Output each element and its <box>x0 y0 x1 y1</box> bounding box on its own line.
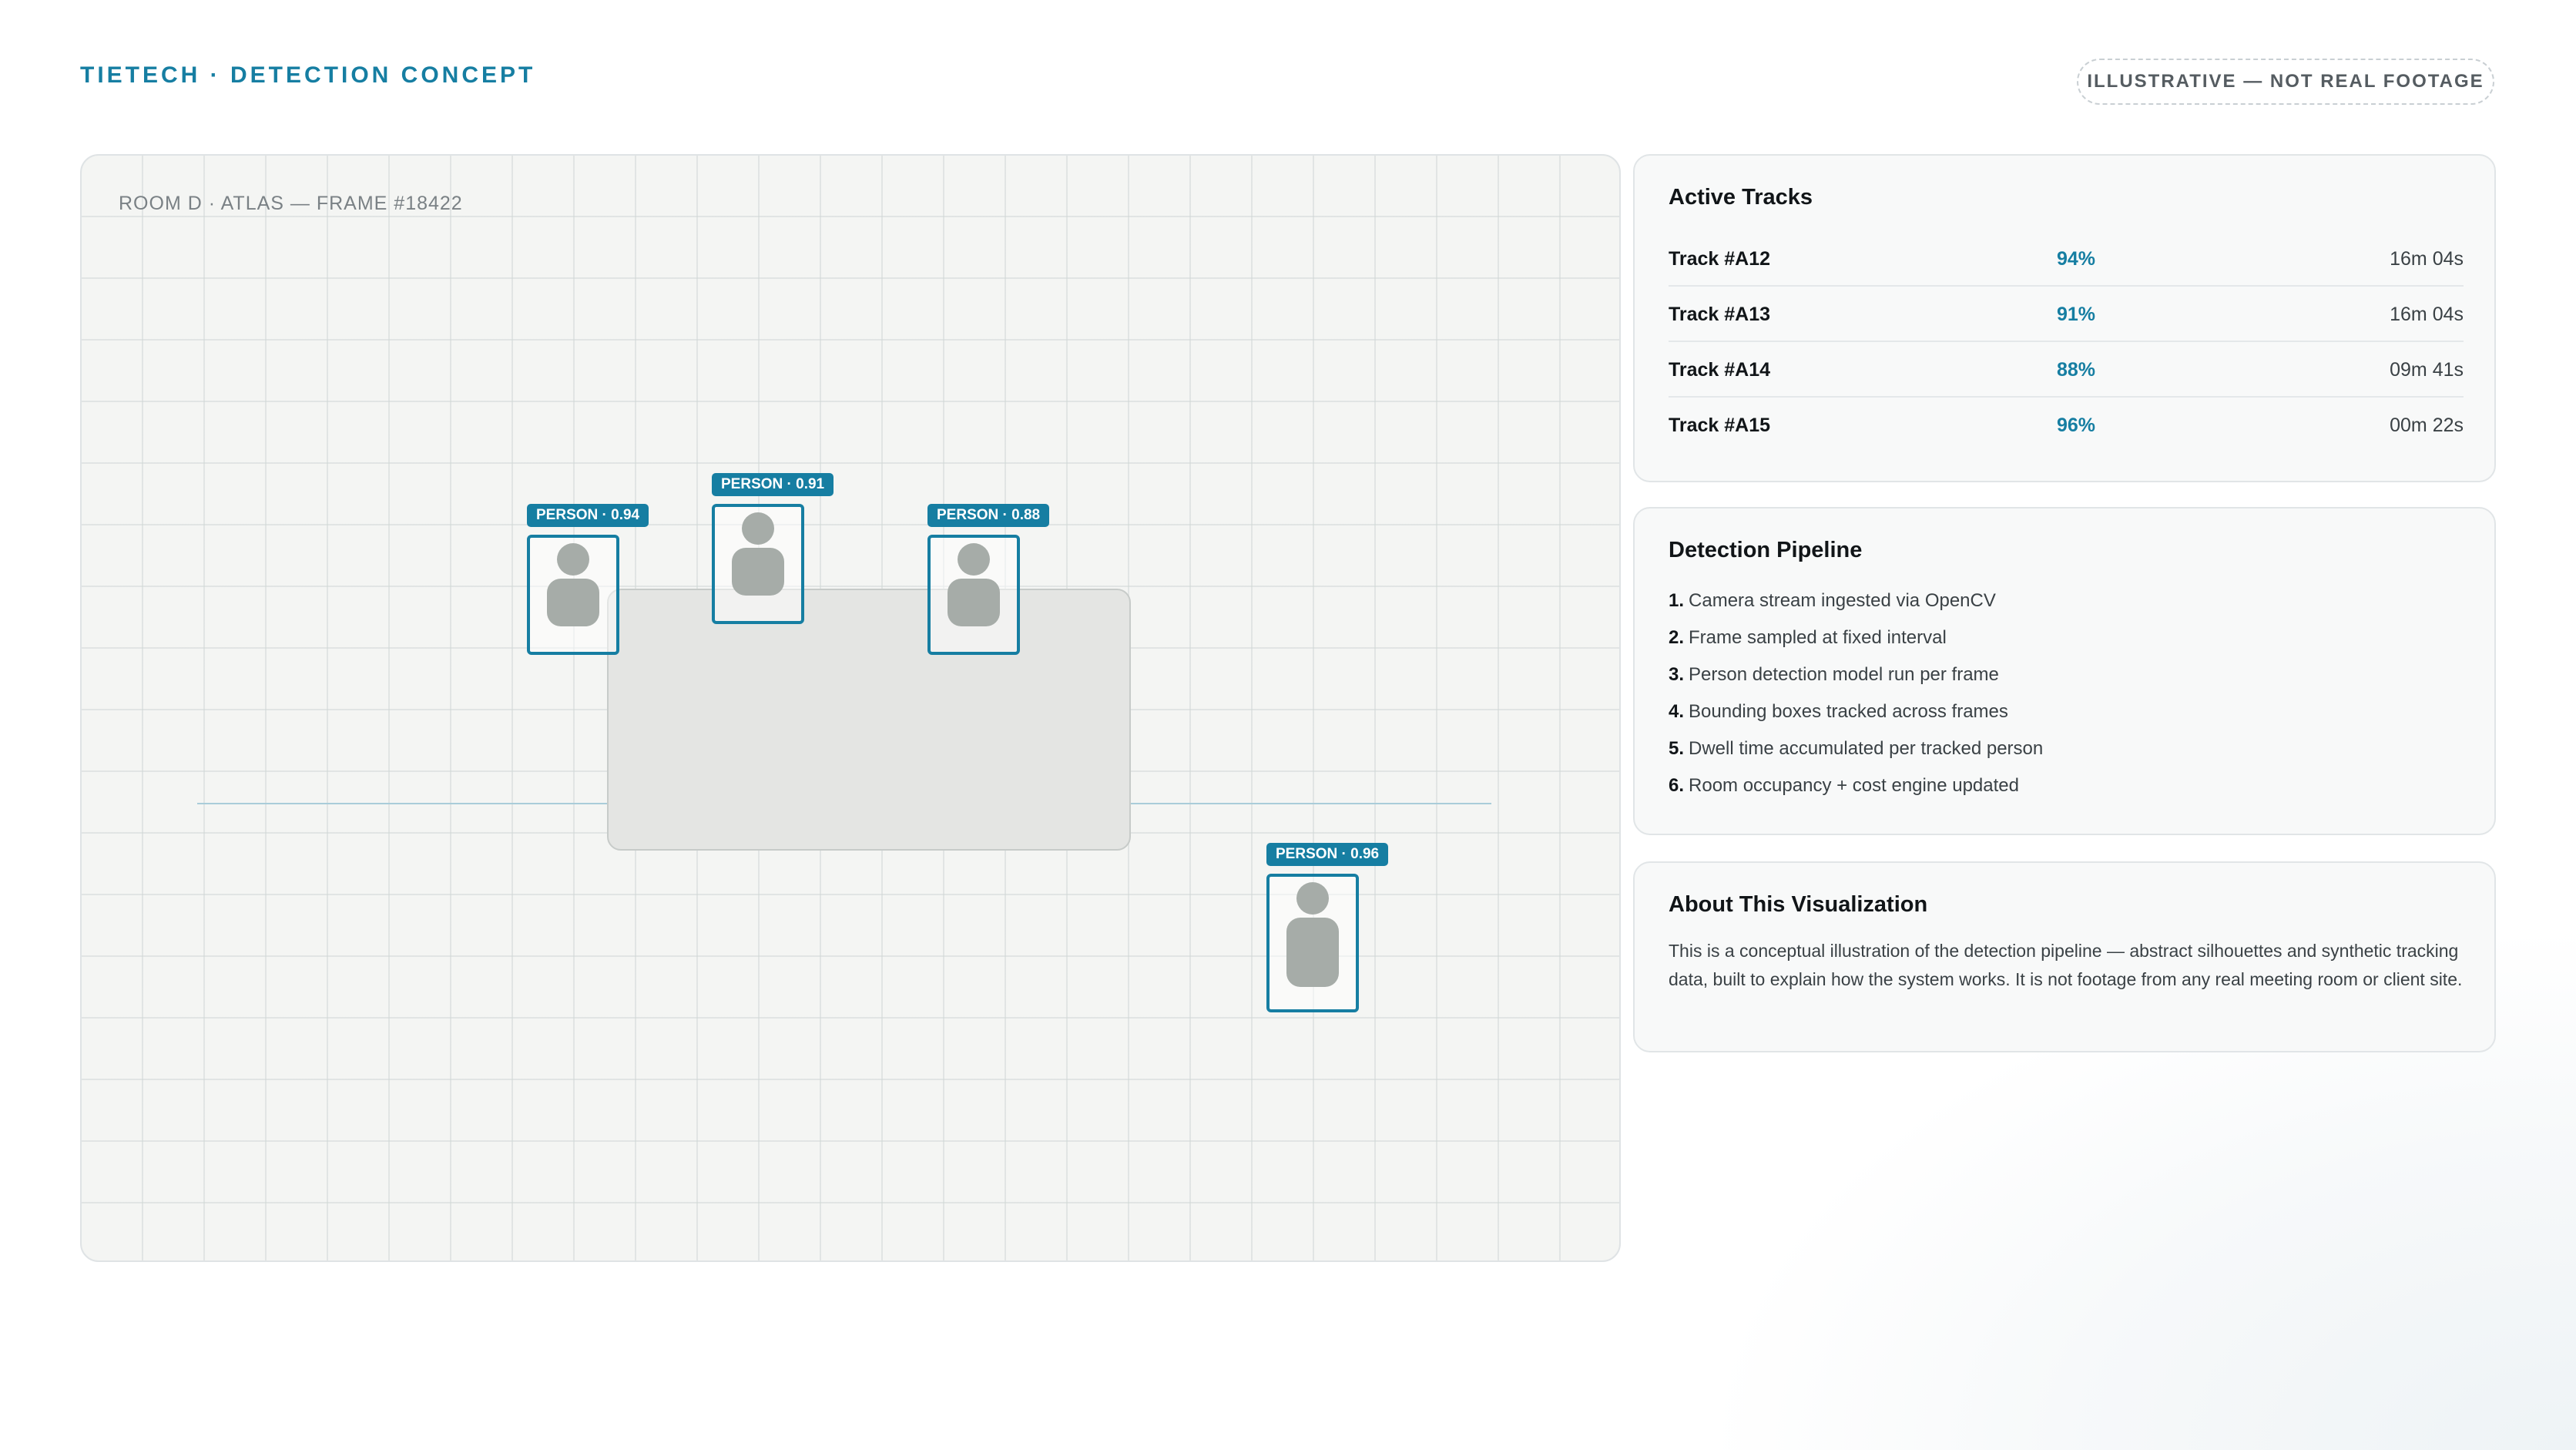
step-text: Person detection model run per frame <box>1689 664 1999 685</box>
track-name: Track #A12 <box>1669 248 1771 270</box>
step-text: Room occupancy + cost engine updated <box>1689 775 2019 796</box>
active-tracks-panel: Active Tracks Track #A12 94% 16m 04s Tra… <box>1633 154 2496 482</box>
track-confidence: 88% <box>2057 359 2096 381</box>
track-dwell-time: 09m 41s <box>2390 359 2464 381</box>
detection-label: PERSON · 0.94 <box>527 504 649 527</box>
person-silhouette-icon <box>1286 882 1339 987</box>
pipeline-title: Detection Pipeline <box>1669 538 1863 562</box>
floor-line-right <box>1129 803 1491 804</box>
pipeline-step: 6.Room occupancy + cost engine updated <box>1669 775 2019 797</box>
disclaimer-badge: ILLUSTRATIVE — NOT REAL FOOTAGE <box>2077 59 2494 105</box>
bounding-box <box>1266 874 1359 1012</box>
floor-line-left <box>197 803 609 804</box>
active-tracks-title: Active Tracks <box>1669 185 1813 210</box>
detection-label: PERSON · 0.91 <box>712 473 834 496</box>
step-number: 5. <box>1669 738 1685 759</box>
about-title: About This Visualization <box>1669 892 1928 917</box>
step-text: Frame sampled at fixed interval <box>1689 627 1947 648</box>
pipeline-step: 2.Frame sampled at fixed interval <box>1669 627 1947 649</box>
bounding-box <box>527 535 619 655</box>
track-dwell-time: 16m 04s <box>2390 248 2464 270</box>
step-text: Dwell time accumulated per tracked perso… <box>1689 738 2044 759</box>
about-panel: About This Visualization This is a conce… <box>1633 861 2496 1052</box>
person-silhouette-icon <box>948 543 1000 626</box>
about-description: This is a conceptual illustration of the… <box>1669 941 2463 989</box>
track-name: Track #A13 <box>1669 304 1771 325</box>
pipeline-step: 5.Dwell time accumulated per tracked per… <box>1669 738 2043 760</box>
bounding-box <box>712 504 804 624</box>
bounding-box <box>927 535 1020 655</box>
pipeline-step: 3.Person detection model run per frame <box>1669 664 1999 686</box>
step-number: 3. <box>1669 664 1685 685</box>
meeting-table <box>607 589 1131 851</box>
track-confidence: 91% <box>2057 304 2096 325</box>
track-row: Track #A15 96% 00m 22s <box>1669 398 2464 453</box>
frame-label: ROOM D · ATLAS — FRAME #18422 <box>119 193 463 214</box>
step-text: Bounding boxes tracked across frames <box>1689 701 2008 722</box>
step-number: 1. <box>1669 590 1685 611</box>
person-silhouette-icon <box>732 512 784 596</box>
detection-stage: ROOM D · ATLAS — FRAME #18422 PERSON · 0… <box>80 154 1621 1262</box>
track-row: Track #A12 94% 16m 04s <box>1669 231 2464 287</box>
track-confidence: 96% <box>2057 415 2096 436</box>
track-confidence: 94% <box>2057 248 2096 270</box>
step-number: 2. <box>1669 627 1685 648</box>
detection-label: PERSON · 0.96 <box>1266 843 1389 866</box>
person-silhouette-icon <box>547 543 599 626</box>
track-name: Track #A14 <box>1669 359 1771 381</box>
step-number: 6. <box>1669 775 1685 796</box>
track-dwell-time: 16m 04s <box>2390 304 2464 325</box>
step-number: 4. <box>1669 701 1685 722</box>
track-row: Track #A13 91% 16m 04s <box>1669 287 2464 342</box>
step-text: Camera stream ingested via OpenCV <box>1689 590 1996 611</box>
track-dwell-time: 00m 22s <box>2390 415 2464 436</box>
pipeline-step: 1.Camera stream ingested via OpenCV <box>1669 590 1996 612</box>
detection-pipeline-panel: Detection Pipeline 1.Camera stream inges… <box>1633 507 2496 835</box>
brand-title: TIETECH · DETECTION CONCEPT <box>80 62 536 88</box>
pipeline-step: 4.Bounding boxes tracked across frames <box>1669 701 2008 723</box>
track-row: Track #A14 88% 09m 41s <box>1669 342 2464 398</box>
track-name: Track #A15 <box>1669 415 1771 436</box>
detection-label: PERSON · 0.88 <box>927 504 1050 527</box>
